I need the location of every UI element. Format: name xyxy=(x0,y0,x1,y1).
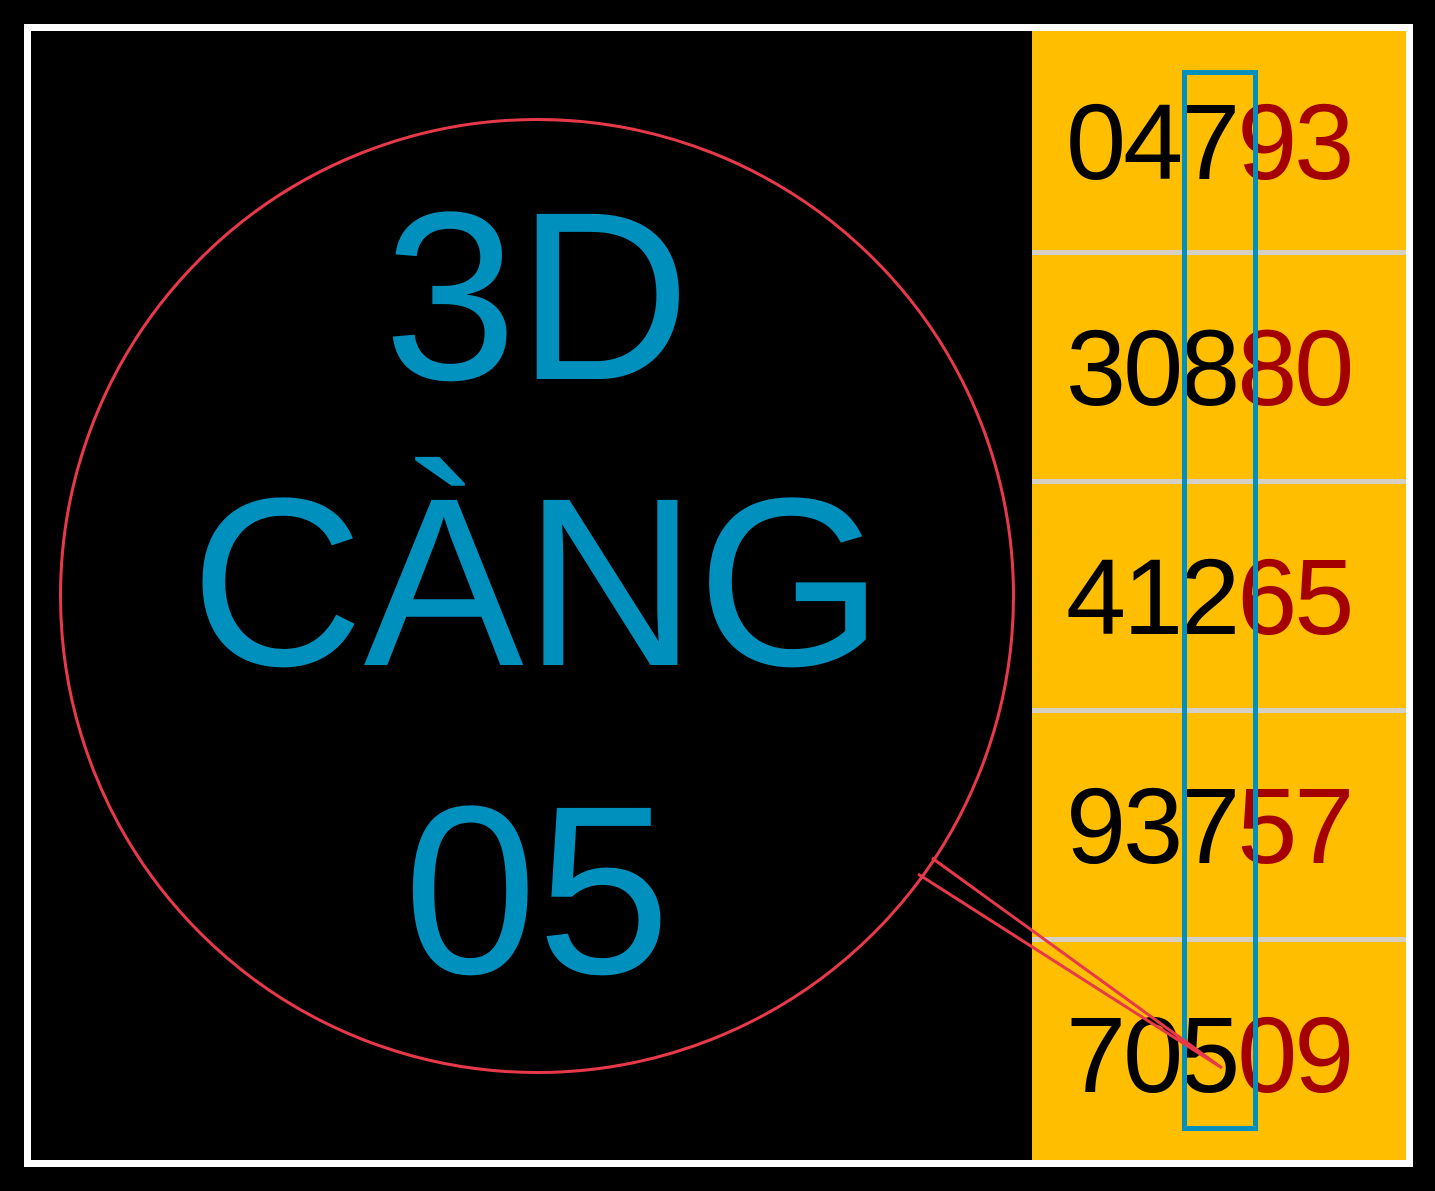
result-prefix: 047 xyxy=(1066,81,1240,202)
result-prefix: 308 xyxy=(1066,307,1240,428)
result-prefix: 937 xyxy=(1066,765,1240,886)
row-divider xyxy=(1032,937,1406,942)
results-panel: 04793 30880 41265 93757 70509 xyxy=(1032,31,1406,1160)
headline-line-1: 3D xyxy=(383,162,691,430)
row-divider xyxy=(1032,708,1406,713)
highlight-column-box xyxy=(1182,70,1258,1131)
headline-line-3: 05 xyxy=(403,756,671,1024)
headline-line-2: CÀNG xyxy=(190,448,884,716)
row-divider xyxy=(1032,250,1406,255)
callout-circle xyxy=(59,118,1015,1074)
row-divider xyxy=(1032,479,1406,484)
callout-pointer-line xyxy=(917,856,1223,1070)
result-prefix: 412 xyxy=(1066,536,1240,657)
